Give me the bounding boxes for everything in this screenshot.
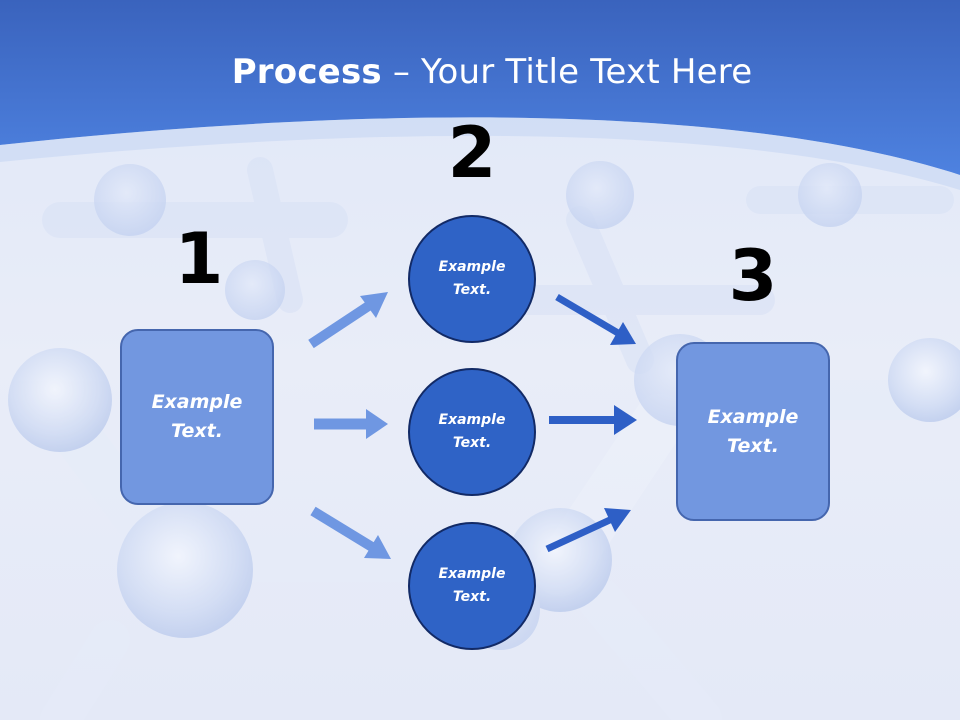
process-circle-middle: Example Text. (408, 368, 536, 496)
arrow-from-circle-middle (549, 405, 637, 435)
left-box-text: Example Text. (151, 391, 243, 442)
title-rest: – Your Title Text Here (381, 52, 753, 92)
step-number-3: 3 (728, 235, 778, 317)
arrow-from-circle-bottom (545, 508, 631, 553)
step-number-1: 1 (174, 218, 224, 300)
right-box-text: Example Text. (707, 405, 799, 457)
process-circle-bottom: Example Text. (408, 522, 536, 650)
arrow-to-circle-top (308, 292, 388, 349)
arrow-to-circle-middle (314, 409, 388, 439)
step-number-2: 2 (447, 112, 497, 194)
circle-middle-text: Example Text. (438, 412, 506, 451)
left-process-box: Example Text. (120, 329, 274, 505)
slide-title: Process – Your Title Text Here (0, 52, 960, 92)
arrow-to-circle-bottom (310, 506, 391, 559)
circle-bottom-text: Example Text. (438, 566, 506, 605)
arrow-from-circle-top (555, 293, 636, 345)
circle-top-text: Example Text. (438, 259, 506, 298)
process-circle-top: Example Text. (408, 215, 536, 343)
right-process-box: Example Text. (676, 342, 830, 521)
title-bold: Process (231, 52, 382, 92)
